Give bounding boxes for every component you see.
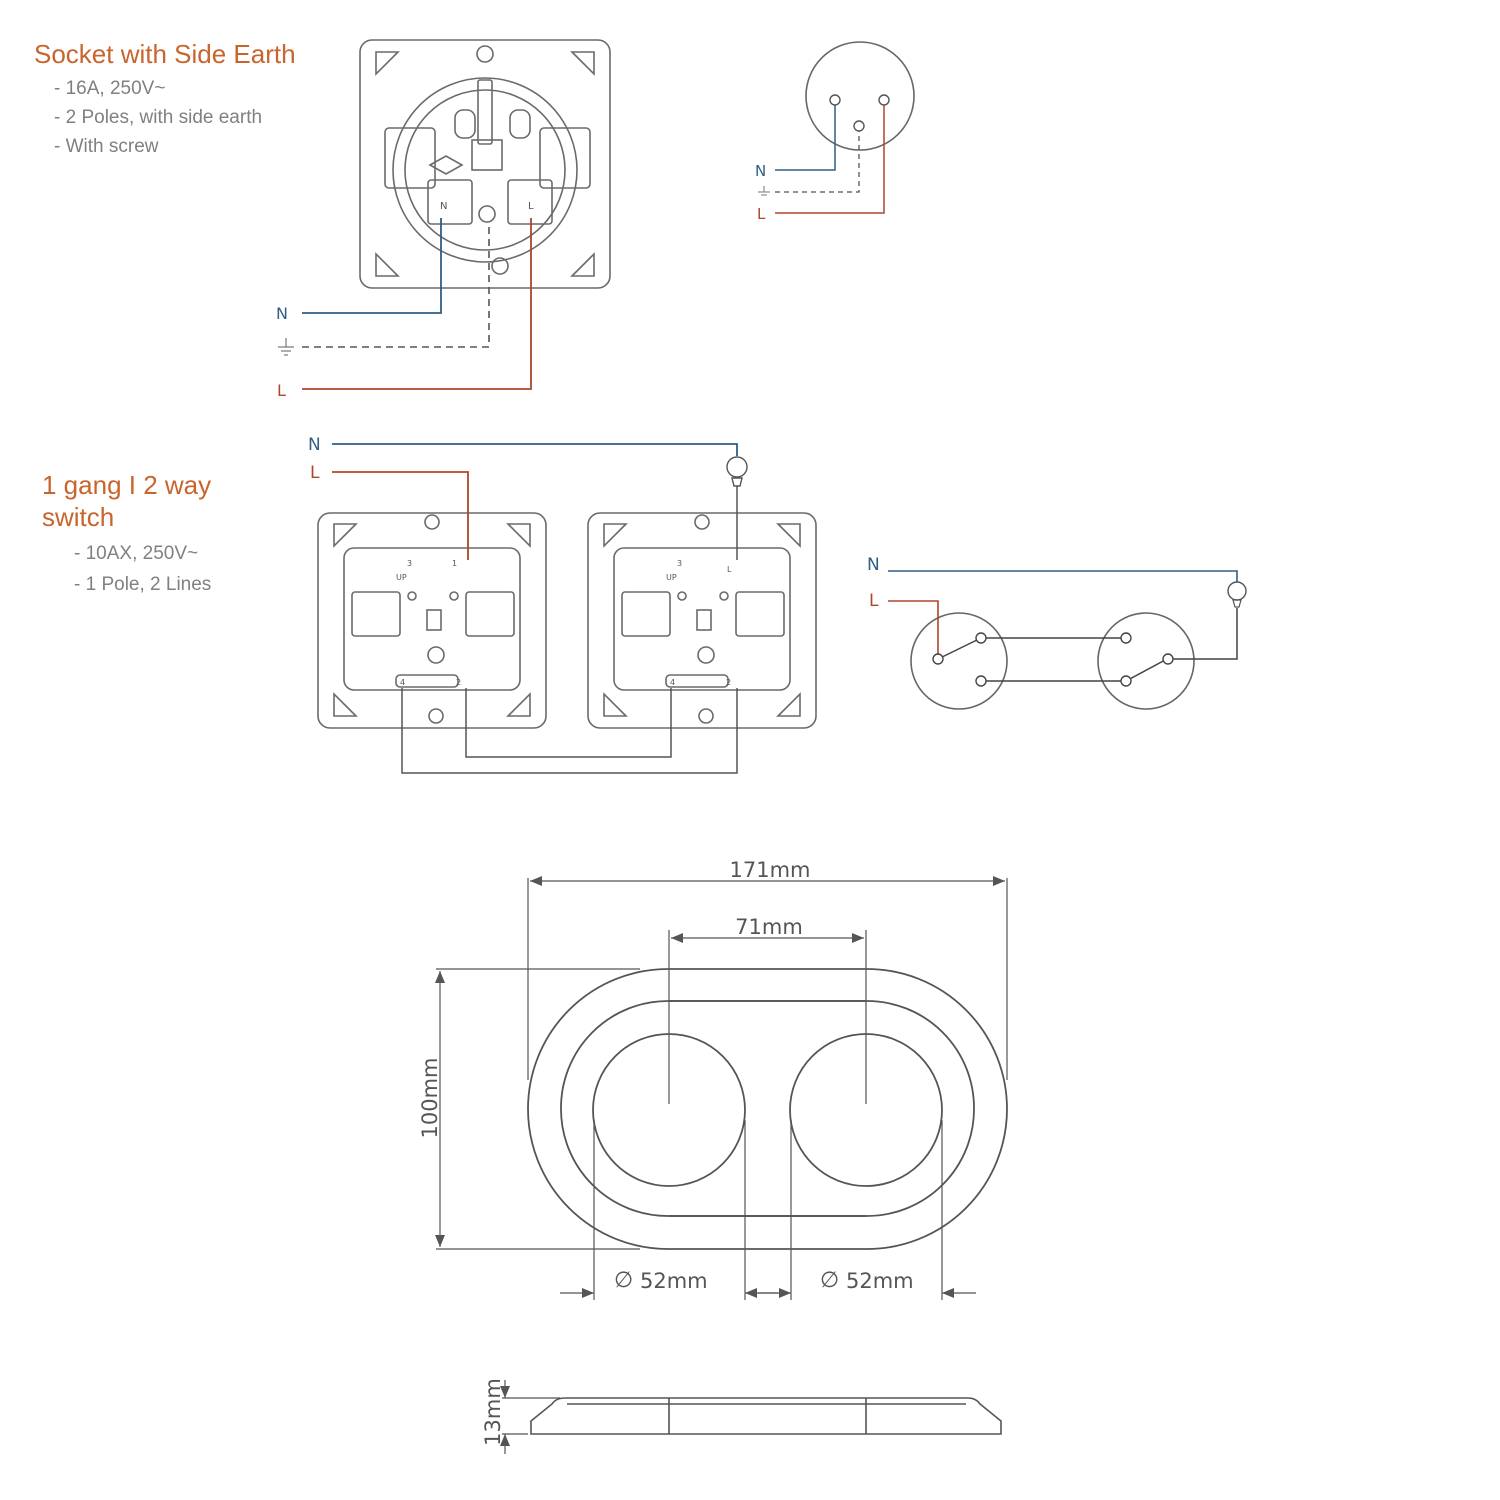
switch-schematic-label-l: L [869, 591, 879, 611]
switch-left-terminal-1: 1 [452, 559, 457, 568]
switch-title-line2: switch [42, 502, 115, 532]
diameter-symbol-left: ∅ [614, 1268, 633, 1293]
socket-wire-label-l: L [277, 381, 286, 400]
switch-schematic [888, 570, 1247, 710]
switch-left-terminal-2: 2 [456, 678, 461, 687]
switch-spec-rating: - 10AX, 250V~ [74, 543, 199, 564]
socket-live-wire [302, 218, 532, 390]
frame-dimension-lines [435, 876, 1008, 1300]
switch-insert-right [587, 512, 817, 729]
switch-title-line1: 1 gang I 2 way [42, 470, 212, 500]
socket-insert [359, 39, 611, 289]
switch-right-terminal-4: 4 [670, 678, 675, 687]
switch-live-wire [332, 471, 469, 560]
switch-spec-poles: - 1 Pole, 2 Lines [74, 574, 212, 595]
switch-traveller-outer [401, 688, 738, 774]
socket-schematic-label-l: L [757, 205, 766, 223]
socket-title: Socket with Side Earth [34, 39, 296, 69]
switch-right-terminal-3: 3 [677, 559, 682, 568]
socket-schematic-label-n: N [755, 162, 766, 180]
switch-neutral-wire [332, 443, 738, 456]
socket-earth-icon [278, 338, 294, 356]
switch-traveller-inner [465, 688, 672, 758]
switch-right-terminal-up: UP [666, 573, 677, 582]
socket-earth-wire [302, 222, 490, 348]
switch-left-terminal-4: 4 [400, 678, 405, 687]
switch-wire-label-n: N [308, 435, 321, 455]
socket-wire-label-n: N [276, 304, 288, 323]
switch-left-terminal-up: UP [396, 573, 407, 582]
socket-neutral-wire [302, 218, 442, 314]
switch-schematic-label-n: N [867, 555, 880, 575]
socket-spec-rating: - 16A, 250V~ [54, 78, 166, 99]
socket-spec-poles: - 2 Poles, with side earth [54, 107, 263, 128]
dimension-diameter-right-label: 52mm [846, 1269, 914, 1293]
dimension-width-label: 171mm [730, 858, 811, 882]
frame-front-view [527, 968, 1008, 1250]
dimension-depth-label: 13mm [481, 1378, 505, 1446]
switch-left-terminal-3: 3 [407, 559, 412, 568]
lamp-icon [726, 456, 748, 487]
socket-terminal-n: N [440, 201, 447, 212]
socket-schematic [758, 41, 915, 214]
depth-dimension-lines [500, 1380, 560, 1454]
switch-insert-left [317, 512, 547, 729]
frame-side-view [530, 1397, 1002, 1435]
dimension-diameter-left-label: 52mm [640, 1269, 708, 1293]
dimension-center-label: 71mm [735, 915, 803, 939]
dimension-height-label: 100mm [418, 1058, 442, 1139]
switch-right-terminal-2: 2 [726, 678, 731, 687]
switch-wire-label-l: L [310, 463, 320, 483]
socket-spec-screw: - With screw [54, 136, 159, 157]
switch-right-terminal-l: L [727, 565, 732, 574]
diameter-symbol-right: ∅ [820, 1268, 839, 1293]
socket-terminal-l: L [528, 201, 534, 212]
